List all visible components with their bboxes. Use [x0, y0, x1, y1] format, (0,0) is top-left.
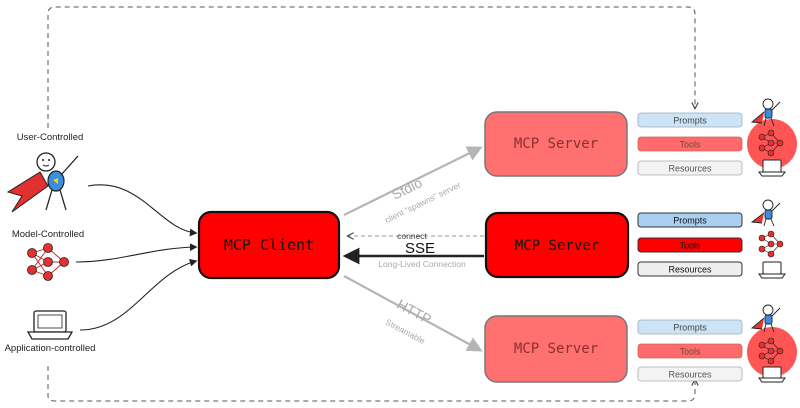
top-dashed-loop	[47, 6, 695, 128]
mcp-client-label: MCP Client	[224, 236, 314, 254]
stdio-connector	[343, 146, 483, 216]
mcp-server-stdio-label: MCP Server	[514, 136, 598, 152]
laptop-icon	[26, 310, 74, 340]
server1-tools-box[interactable]	[637, 136, 743, 152]
app-to-client-arrow	[79, 258, 198, 331]
server2-resources-label: Resources	[668, 265, 712, 275]
server1-resources-label: Resources	[668, 164, 712, 174]
server1-prompts-label: Prompts	[673, 116, 707, 126]
mcp-server-sse-box[interactable]	[484, 211, 630, 279]
server3-resources-box[interactable]	[637, 366, 743, 382]
superhero-small-icon-2	[750, 199, 781, 227]
server1-resources-box[interactable]	[637, 160, 743, 176]
user-controlled-label: User-Controlled	[17, 132, 84, 143]
mcp-client-box[interactable]	[197, 210, 341, 280]
server3-prompts-label: Prompts	[673, 323, 707, 333]
superhero-user-icon	[6, 152, 79, 213]
model-to-client-arrow	[75, 243, 198, 263]
server3-prompts-box[interactable]	[637, 319, 743, 335]
server1-prompts-box[interactable]	[637, 112, 743, 128]
server3-tools-box[interactable]	[637, 343, 743, 359]
server3-tools-label: Tools	[679, 347, 701, 357]
mcp-server-http-box[interactable]	[484, 315, 628, 383]
user-to-client-arrow	[87, 184, 198, 237]
laptop-small-icon	[758, 159, 786, 177]
server2-resources-box[interactable]	[637, 261, 743, 277]
server2-tools-label: Tools	[679, 241, 701, 251]
neural-network-small-icon	[758, 129, 784, 157]
bottom-dashed-loop	[47, 366, 695, 402]
mcp-server-http-label: MCP Server	[514, 341, 598, 357]
server2-prompts-box[interactable]	[637, 212, 743, 228]
server2-prompts-label: Prompts	[673, 216, 707, 226]
mcp-server-stdio-box[interactable]	[484, 111, 628, 177]
model-controlled-label: Model-Controlled	[12, 229, 84, 240]
application-controlled-label: Application-controlled	[5, 343, 96, 354]
server1-tools-label: Tools	[679, 140, 701, 150]
sse-label: SSE	[405, 240, 435, 257]
neural-network-small-icon-2	[758, 230, 784, 258]
neural-network-small-icon-3	[758, 337, 784, 365]
server2-tools-box[interactable]	[637, 237, 743, 253]
superhero-small-icon	[750, 98, 781, 127]
http-connector	[343, 275, 483, 352]
mcp-server-sse-label: MCP Server	[515, 238, 599, 254]
sse-connect-label: connect	[397, 231, 427, 241]
superhero-small-icon-3	[750, 304, 781, 333]
sse-note: Long-Lived Connection	[378, 259, 466, 269]
laptop-small-icon-3	[758, 366, 786, 383]
server3-resources-label: Resources	[668, 370, 712, 380]
neural-network-icon	[27, 243, 69, 281]
laptop-small-icon-2	[758, 261, 786, 279]
